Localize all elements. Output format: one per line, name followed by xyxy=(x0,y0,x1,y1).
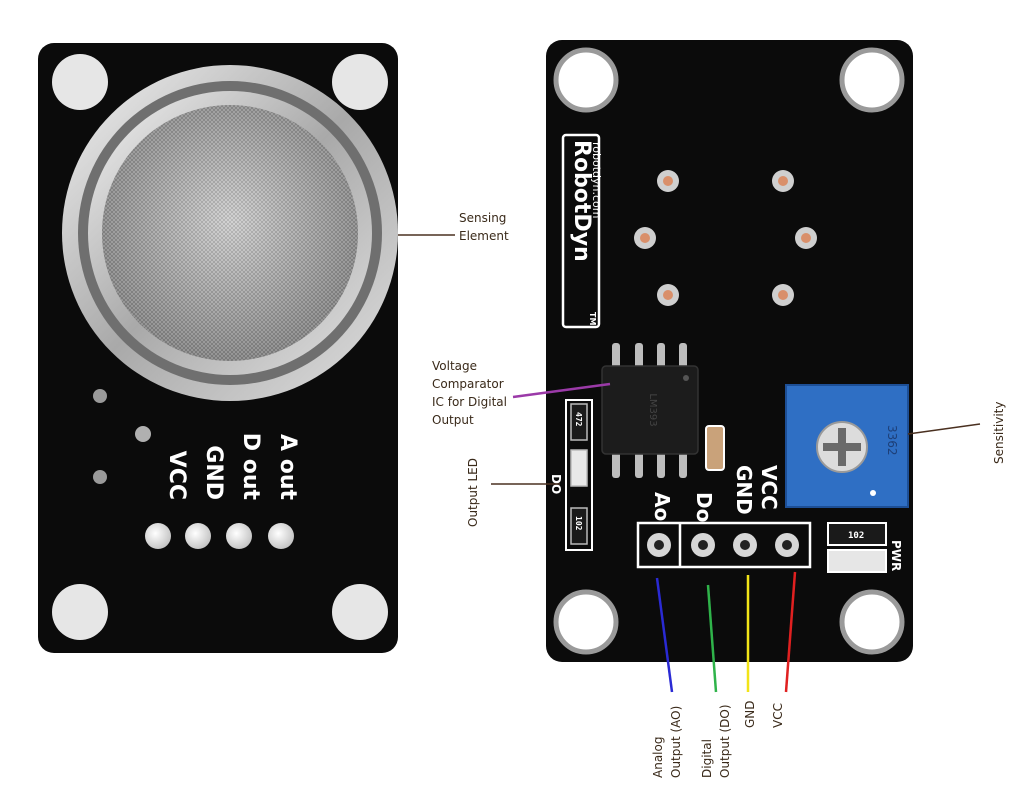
sensing-element-label-line2: Element xyxy=(459,229,509,243)
comparator-label-line1: Voltage xyxy=(432,359,477,373)
output-led-label: Output LED xyxy=(466,458,480,527)
digital-output-label-line1: Digital xyxy=(700,739,714,778)
solder-point xyxy=(93,389,107,403)
sensing-element-label-line1: Sensing xyxy=(459,211,506,225)
left-pin-label-dout: D out xyxy=(238,433,263,501)
comparator-leader xyxy=(512,382,611,399)
solder-point xyxy=(135,426,151,442)
digital-output-label-line2: Output (DO) xyxy=(718,704,732,778)
pin-pad xyxy=(185,523,211,549)
smd-capacitor xyxy=(705,425,725,471)
solder-point xyxy=(93,470,107,484)
sensitivity-label: Sensitivity xyxy=(992,402,1006,464)
comparator-label-line3: IC for Digital xyxy=(432,395,507,409)
comparator-label-line2: Comparator xyxy=(432,377,504,391)
left-pin-label-aout: A out xyxy=(275,434,300,500)
digital-output-leader xyxy=(706,584,718,693)
header-label-gnd: GND xyxy=(732,465,756,515)
mounting-hole xyxy=(553,47,619,113)
header-label-ao: Ao xyxy=(650,492,674,521)
robotdyn-logo: RobotDyn TM robotdyn.com xyxy=(561,133,603,329)
left-sensor-board: VCC GND D out A out xyxy=(38,43,398,653)
comparator-ic: LM393 xyxy=(601,343,699,478)
right-sensor-board: RobotDyn TM robotdyn.com xyxy=(546,40,913,662)
analog-output-label-line2: Output (AO) xyxy=(669,706,683,778)
output-led-group: 472 102 DO xyxy=(549,399,593,551)
pin-header xyxy=(636,521,812,569)
sensor-leads xyxy=(634,170,817,306)
svg-text:472: 472 xyxy=(574,412,583,427)
output-led xyxy=(570,449,588,487)
ic-marking: LM393 xyxy=(647,393,658,426)
left-pin-label-gnd: GND xyxy=(201,445,226,500)
vcc-leader xyxy=(784,571,797,693)
logo-website: robotdyn.com xyxy=(590,142,603,219)
power-led xyxy=(827,549,887,573)
pot-marking: 3362 xyxy=(885,425,899,456)
svg-text:RobotDyn: RobotDyn xyxy=(569,140,594,262)
power-led-group: 102 PWR xyxy=(827,522,903,573)
left-pin-label-vcc: VCC xyxy=(164,451,189,500)
vcc-pin-label: VCC xyxy=(771,703,785,728)
mounting-hole xyxy=(52,584,108,640)
mounting-hole xyxy=(553,589,619,655)
mounting-hole xyxy=(839,47,905,113)
pwr-label: PWR xyxy=(889,540,903,571)
header-label-vcc: VCC xyxy=(757,465,781,510)
svg-text:102: 102 xyxy=(848,531,864,541)
header-label-do: Do xyxy=(692,492,716,522)
pin-pad xyxy=(145,523,171,549)
mounting-hole xyxy=(52,54,108,110)
annotations: Sensing Element Voltage Comparator IC fo… xyxy=(398,211,1006,778)
gas-sensing-element xyxy=(62,65,398,401)
analog-output-leader xyxy=(655,577,674,693)
pin-pad xyxy=(268,523,294,549)
mounting-hole xyxy=(332,54,388,110)
comparator-label-line4: Output xyxy=(432,413,474,427)
sensitivity-leader xyxy=(907,423,981,435)
mounting-hole xyxy=(332,584,388,640)
pin-pad xyxy=(226,523,252,549)
gnd-pin-label: GND xyxy=(743,700,757,728)
sensitivity-potentiometer: 3362 xyxy=(785,384,909,508)
svg-text:102: 102 xyxy=(574,516,583,531)
analog-output-label-line1: Analog xyxy=(651,737,665,778)
mounting-hole xyxy=(839,589,905,655)
svg-text:TM: TM xyxy=(588,312,597,325)
